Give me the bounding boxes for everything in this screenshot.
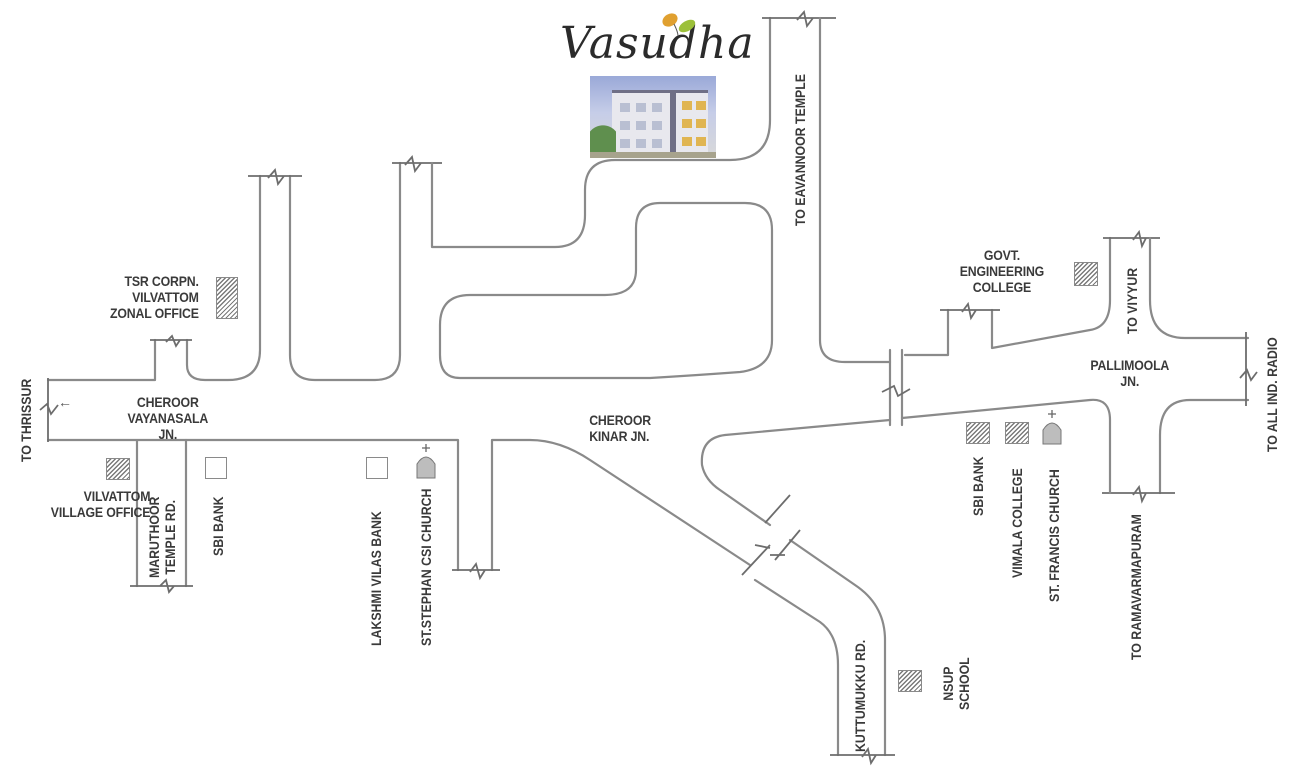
landmark-vilvattom-village-office: VILVATTOM VILLAGE OFFICE: [50, 488, 151, 520]
road-maruthoor-temple: MARUTHOOR TEMPLE RD.: [146, 496, 178, 578]
direction-to-eavannoor-temple: TO EAVANNOOR TEMPLE: [792, 74, 808, 226]
landmark-st-francis-church: ST. FRANCIS CHURCH: [1046, 469, 1062, 602]
st-stephan-church-icon: [416, 444, 436, 479]
lakshmi-vilas-bank-marker-icon: [366, 457, 388, 479]
road-kuttumukku: KUTTUMUKKU RD.: [852, 639, 868, 752]
vilvattom-village-office-marker-icon: [106, 458, 130, 480]
road-loop: [438, 201, 774, 380]
nsup-school-marker-icon: [898, 670, 922, 692]
vasudha-building-image: [590, 76, 716, 158]
vimala-college-marker-icon: [1005, 422, 1029, 444]
junction-pallimoola: PALLIMOOLA JN.: [1090, 357, 1170, 389]
landmark-st-stephan-csi-church: ST.STEPHAN CSI CHURCH: [418, 488, 434, 646]
landmark-govt-engineering-college: GOVT. ENGINEERING COLLEGE: [959, 247, 1045, 295]
landmark-sbi-bank-west: SBI BANK: [210, 496, 226, 556]
st-francis-church-icon: [1042, 410, 1062, 445]
landmark-tsr-corpn: TSR CORPN. VILVATTOM ZONAL OFFICE: [110, 273, 199, 321]
direction-to-all-ind-radio: TO ALL IND. RADIO: [1264, 337, 1280, 452]
road-thrissur-top-edge: [46, 174, 262, 382]
direction-to-viyyur: TO VIYYUR: [1124, 267, 1140, 334]
direction-to-ramavarmapuram: TO RAMAVARMAPURAM: [1128, 514, 1144, 660]
arrow-left-icon: ←: [58, 394, 72, 410]
junction-cheroor-kinar: CHEROOR KINAR JN.: [589, 412, 651, 444]
govt-engineering-college-marker-icon: [1074, 262, 1098, 286]
junction-cheroor-vayanasala: CHEROOR VAYANASALA JN.: [127, 394, 209, 442]
landmark-sbi-bank-east: SBI BANK: [970, 456, 986, 516]
tsr-corpn-marker-icon: [216, 277, 238, 319]
leaf-icon: [662, 13, 696, 36]
landmark-lakshmi-vilas-bank: LAKSHMI VILAS BANK: [368, 511, 384, 646]
sbi-bank-east-marker-icon: [966, 422, 990, 444]
landmark-vimala-college: VIMALA COLLEGE: [1009, 468, 1025, 578]
direction-to-thrissur: TO THRISSUR: [18, 378, 34, 462]
sbi-bank-west-marker-icon: [205, 457, 227, 479]
vasudha-logo: Vasudha: [560, 18, 755, 69]
landmark-nsup-school: NSUP SCHOOL: [940, 657, 972, 710]
